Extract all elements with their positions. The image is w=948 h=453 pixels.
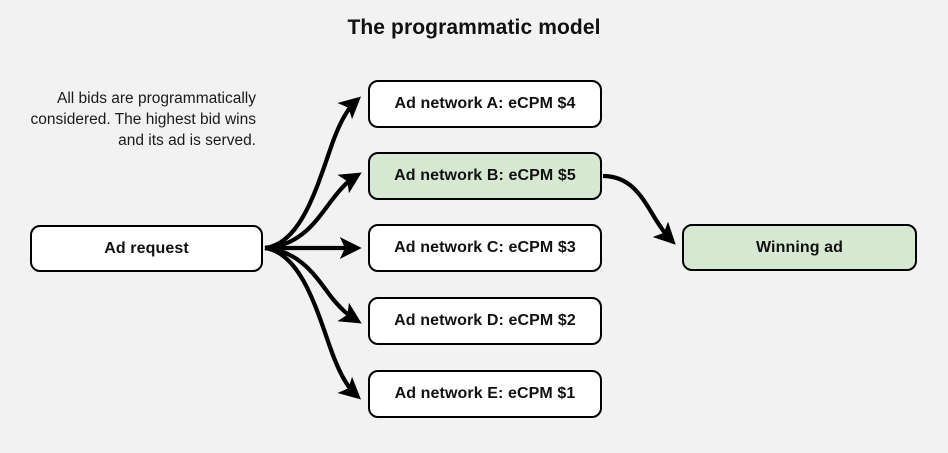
node-winning-ad-label: Winning ad bbox=[755, 238, 844, 256]
edge-network-b-to-winning-ad bbox=[602, 173, 676, 245]
node-ad-network-b[interactable]: Ad network B: eCPM $5 bbox=[368, 152, 602, 200]
node-ad-network-c-label: Ad network C: eCPM $3 bbox=[394, 239, 576, 256]
node-ad-network-a-label: Ad network A: eCPM $4 bbox=[394, 95, 576, 112]
page-title: The programmatic model bbox=[347, 16, 601, 39]
edge-ad-request-to-network-b bbox=[264, 172, 362, 251]
edge-ad-request-to-network-d bbox=[264, 245, 362, 324]
node-ad-network-a[interactable]: Ad network A: eCPM $4 bbox=[368, 80, 602, 128]
node-ad-network-d[interactable]: Ad network D: eCPM $2 bbox=[368, 297, 602, 345]
caption-text: All bids are programmatically considered… bbox=[30, 90, 256, 149]
node-ad-network-e[interactable]: Ad network E: eCPM $1 bbox=[368, 370, 602, 418]
node-ad-network-d-label: Ad network D: eCPM $2 bbox=[394, 312, 576, 329]
node-ad-network-b-label: Ad network B: eCPM $5 bbox=[394, 167, 576, 184]
node-winning-ad[interactable]: Winning ad bbox=[682, 224, 917, 271]
node-ad-request[interactable]: Ad request bbox=[30, 225, 263, 272]
node-ad-network-c[interactable]: Ad network C: eCPM $3 bbox=[368, 224, 602, 272]
edge-ad-request-to-network-e bbox=[264, 245, 361, 400]
node-ad-request-label: Ad request bbox=[104, 239, 189, 257]
node-ad-network-e-label: Ad network E: eCPM $1 bbox=[394, 385, 576, 402]
edge-ad-request-to-network-a bbox=[264, 96, 361, 251]
